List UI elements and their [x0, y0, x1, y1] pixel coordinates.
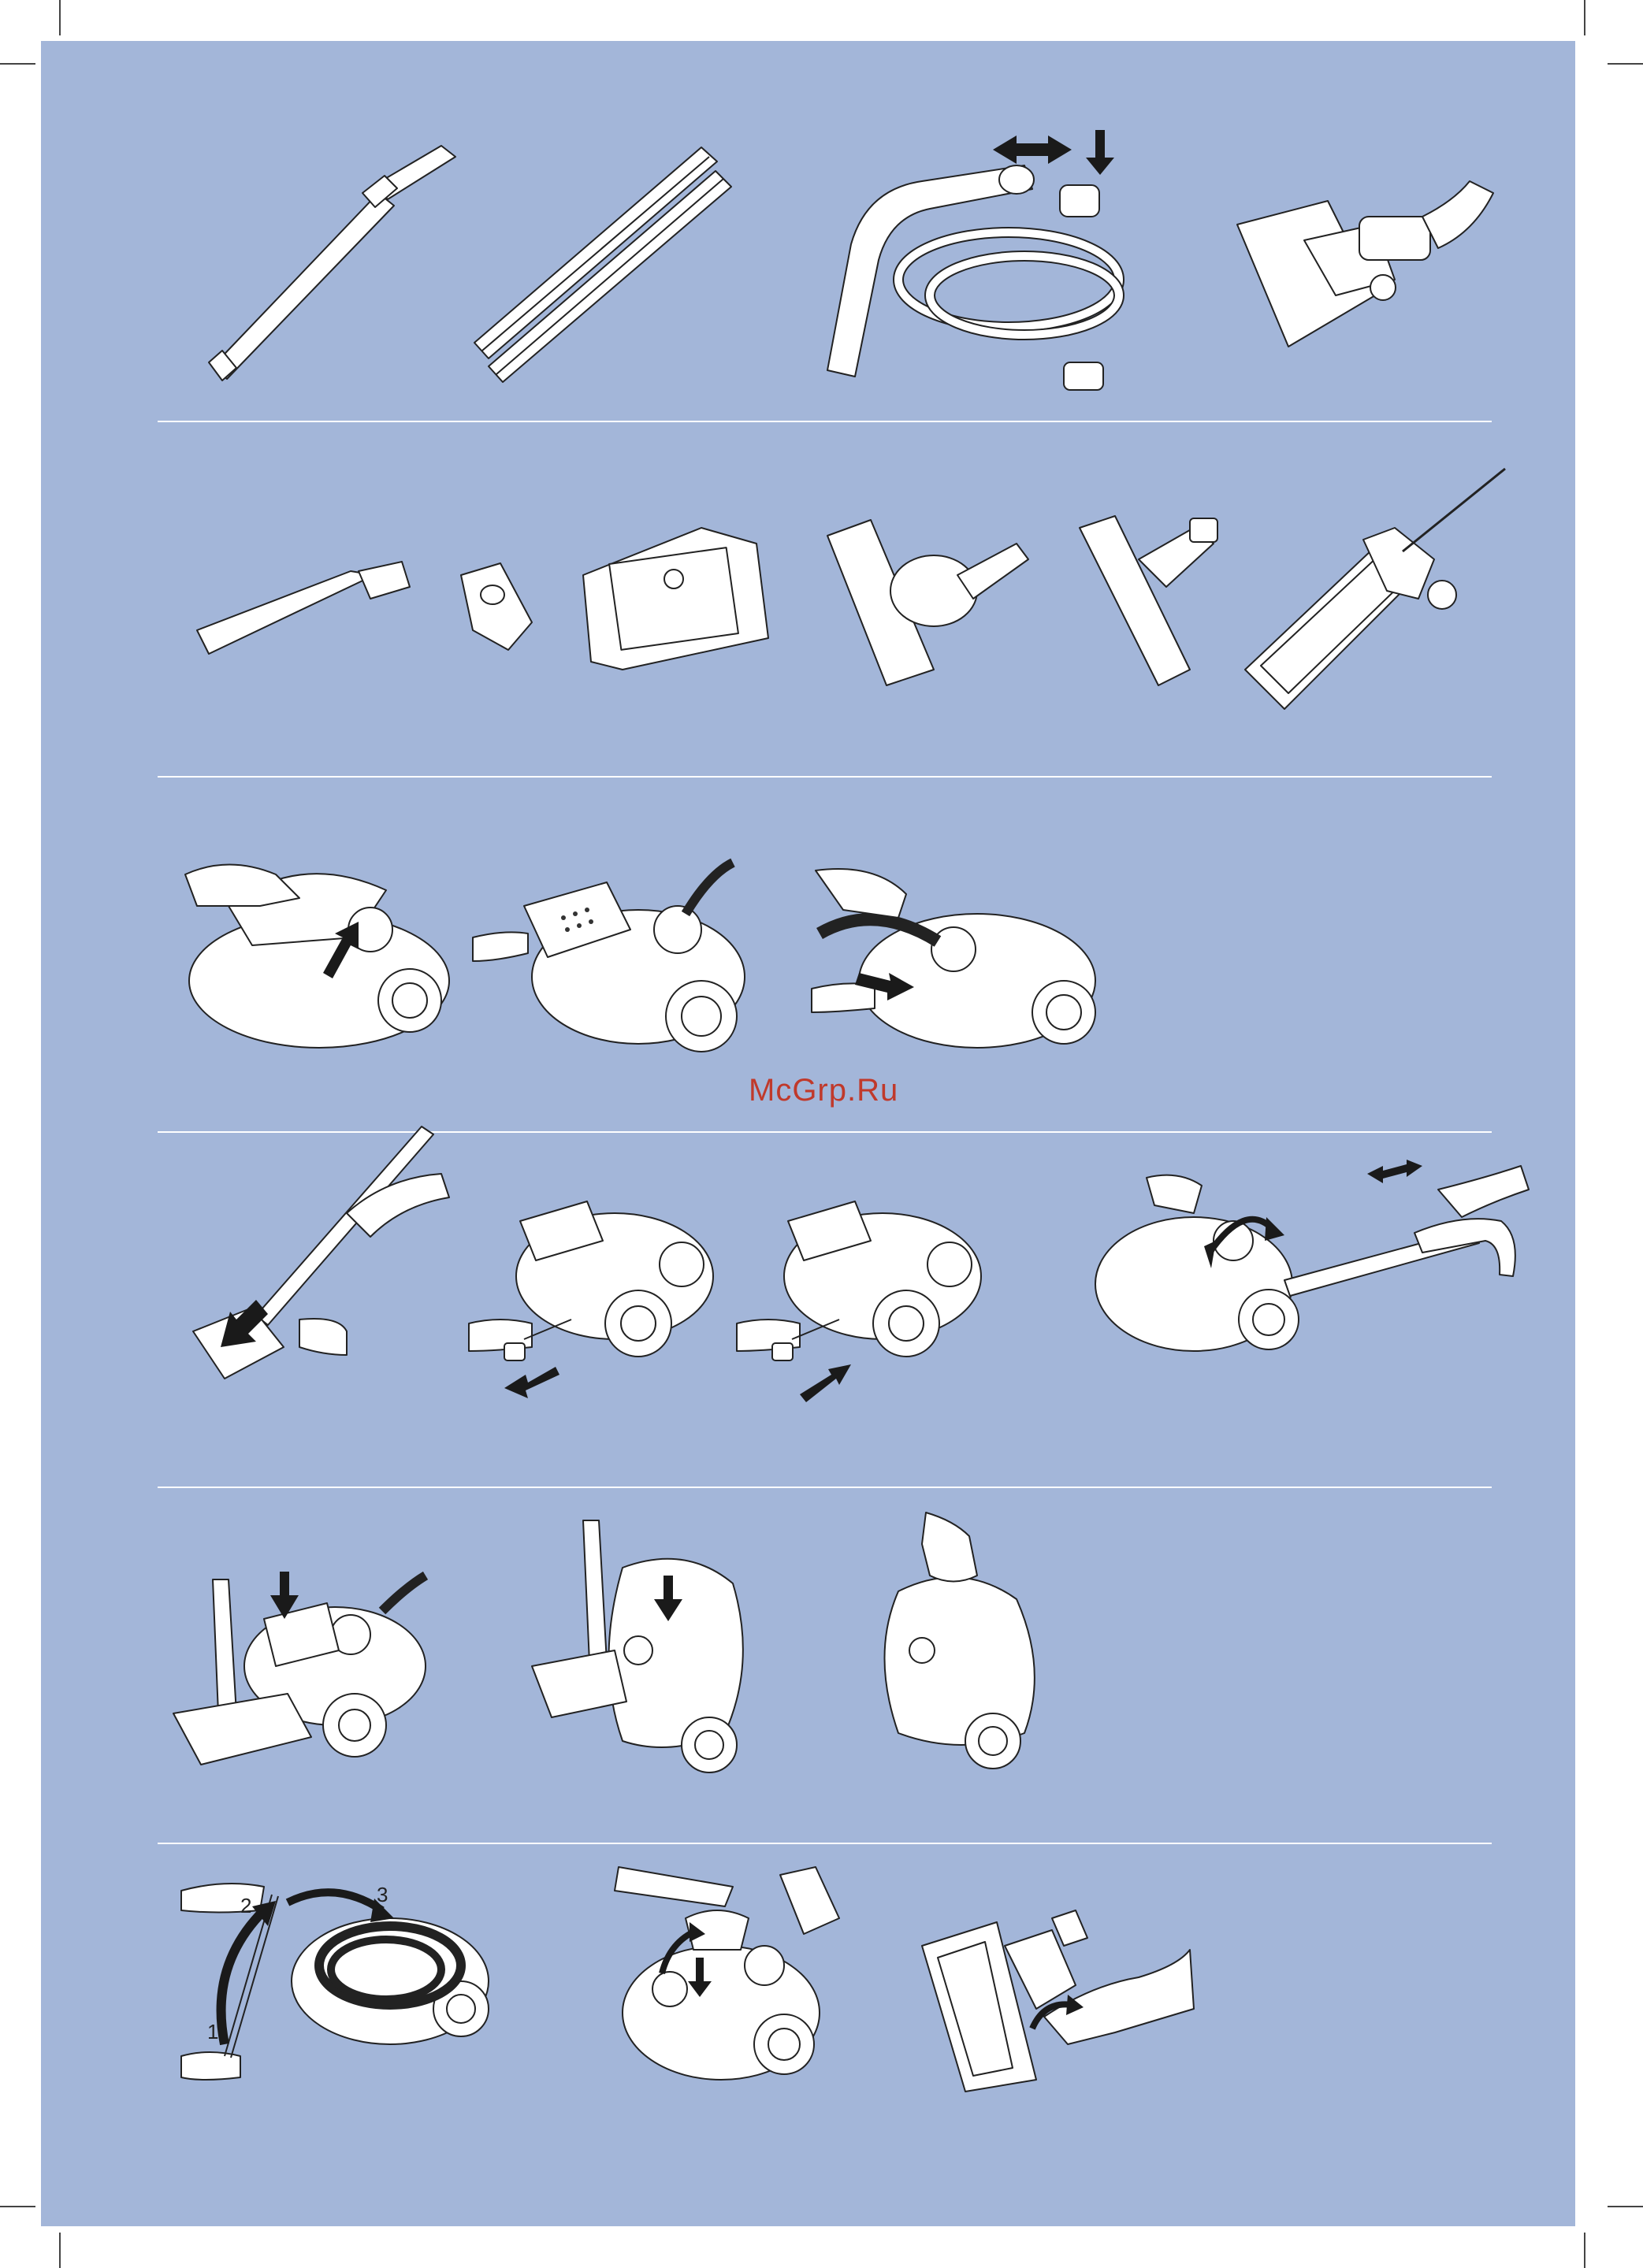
watermark-text: McGrp.Ru	[749, 1073, 898, 1108]
insert-filter-illustration	[473, 859, 756, 1056]
crop-mark	[1584, 0, 1585, 35]
upholstery-nozzle-illustration	[453, 559, 540, 654]
floor-parking-illustration	[169, 1556, 437, 1769]
extension-tubes-illustration	[465, 138, 741, 390]
crop-mark	[59, 0, 61, 35]
pull-out-cord-illustration	[469, 1182, 721, 1410]
crop-mark	[0, 2206, 35, 2207]
rewind-cord-illustration	[737, 1182, 989, 1418]
row-divider	[158, 1487, 1492, 1488]
crop-mark	[0, 63, 35, 65]
floor-nozzle-illustration	[1233, 177, 1493, 366]
row-divider	[158, 776, 1492, 778]
dust-bag-illustration	[575, 520, 772, 677]
parquet-nozzle-illustration	[1076, 512, 1233, 693]
row-divider	[158, 1843, 1492, 1844]
insert-dust-bag-illustration	[181, 843, 457, 1056]
mini-turbo-brush-illustration	[1237, 465, 1521, 717]
hose-storage-illustration	[177, 1871, 512, 2092]
crop-mark	[59, 2233, 61, 2268]
turbo-nozzle-cleaning-illustration	[918, 1906, 1194, 2095]
turbo-nozzle-illustration	[823, 512, 1036, 693]
crevice-tool-illustration	[193, 555, 422, 658]
hose-and-handle-illustration	[796, 126, 1206, 402]
vertical-parking-illustration	[528, 1520, 780, 1780]
step-number-1: 1	[207, 2020, 218, 2044]
crop-mark	[1584, 2233, 1585, 2268]
step-number-3: 3	[377, 1883, 388, 1907]
connect-hose-illustration	[812, 855, 1111, 1060]
adjust-suction-illustration	[1091, 1142, 1533, 1394]
carrying-illustration	[867, 1513, 1056, 1772]
crop-mark	[1608, 2206, 1643, 2207]
telescopic-tube-illustration	[205, 138, 496, 390]
step-number-2: 2	[240, 1894, 251, 1918]
row-divider	[158, 421, 1492, 422]
accessory-storage-illustration	[615, 1855, 851, 2092]
attach-nozzle-illustration	[189, 1119, 449, 1386]
crop-mark	[1608, 63, 1643, 65]
